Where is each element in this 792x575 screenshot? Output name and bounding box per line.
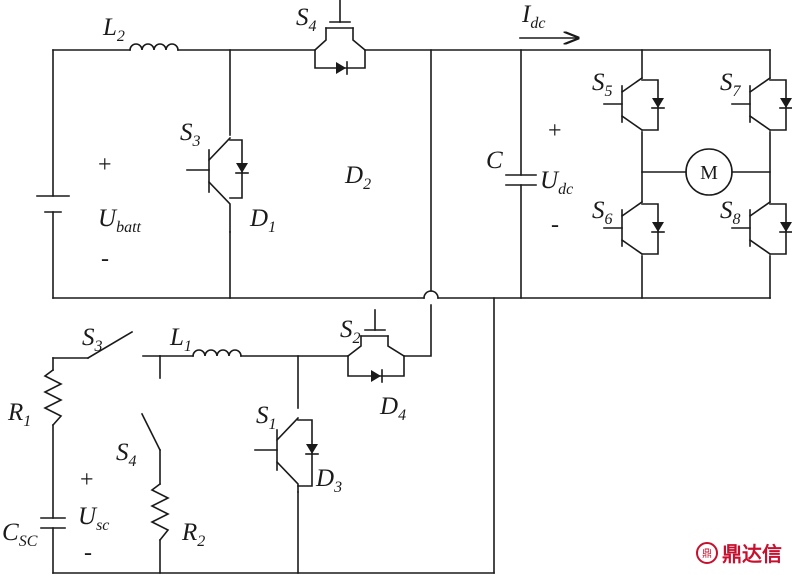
label-d3: D3 <box>315 465 342 496</box>
label-idc: Idc <box>521 1 545 32</box>
label-s3-bottom: S3 <box>82 324 103 355</box>
dc-plus-sign: + <box>548 118 562 144</box>
label-d1: D1 <box>249 205 276 236</box>
battery-minus-sign: - <box>101 246 109 272</box>
resistor-r2 <box>150 482 170 542</box>
label-s5: S5 <box>592 69 613 100</box>
label-l2: L2 <box>102 14 125 45</box>
top-wires <box>52 49 771 299</box>
battery-plus-sign: + <box>98 152 112 178</box>
sc-minus-sign: - <box>84 540 92 566</box>
switch-s4-top <box>313 0 367 75</box>
label-d2: D2 <box>344 162 371 193</box>
sc-plus-sign: + <box>80 467 94 493</box>
switch-s8 <box>731 200 792 256</box>
switch-s1 <box>254 416 319 493</box>
battery-symbol <box>36 195 70 213</box>
label-usc: Usc <box>78 503 109 534</box>
motor-label: M <box>700 162 718 184</box>
inductor-l2 <box>129 43 179 51</box>
label-s6: S6 <box>592 197 613 228</box>
label-r1: R1 <box>7 399 31 430</box>
labels: L2 S4 Idc S3 D1 D2 Ubatt C Udc S5 S6 S7 … <box>2 1 742 566</box>
label-ubatt: Ubatt <box>98 205 142 236</box>
switch-s6 <box>603 200 665 256</box>
label-s7: S7 <box>720 69 742 100</box>
capacitor-csc <box>40 517 66 529</box>
label-s8: S8 <box>720 197 741 228</box>
label-r2: R2 <box>181 519 205 550</box>
label-s1: S1 <box>256 402 277 433</box>
motor-symbol: M <box>685 148 733 196</box>
label-csc: CSC <box>2 519 38 550</box>
label-s4-bottom: S4 <box>116 439 137 470</box>
switch-s5 <box>603 76 665 132</box>
inductor-l1 <box>192 349 242 357</box>
dc-minus-sign: - <box>551 212 559 238</box>
label-d4: D4 <box>379 393 406 424</box>
watermark-logo-icon: 鼎 <box>696 541 718 564</box>
label-l1: L1 <box>169 324 192 355</box>
label-s3-top: S3 <box>180 119 201 150</box>
watermark: 鼎 鼎达信 <box>696 538 782 567</box>
switch-s3-top <box>186 136 249 233</box>
switch-s2 <box>346 309 406 383</box>
label-s4-top: S4 <box>296 4 317 35</box>
dc-capacitor <box>505 174 537 186</box>
resistor-r1 <box>43 368 63 427</box>
label-c: C <box>486 147 503 174</box>
label-s2: S2 <box>340 316 361 347</box>
watermark-text: 鼎达信 <box>722 542 782 566</box>
label-udc: Udc <box>540 167 573 198</box>
switch-s7 <box>731 76 792 132</box>
bottom-wires <box>52 297 495 574</box>
